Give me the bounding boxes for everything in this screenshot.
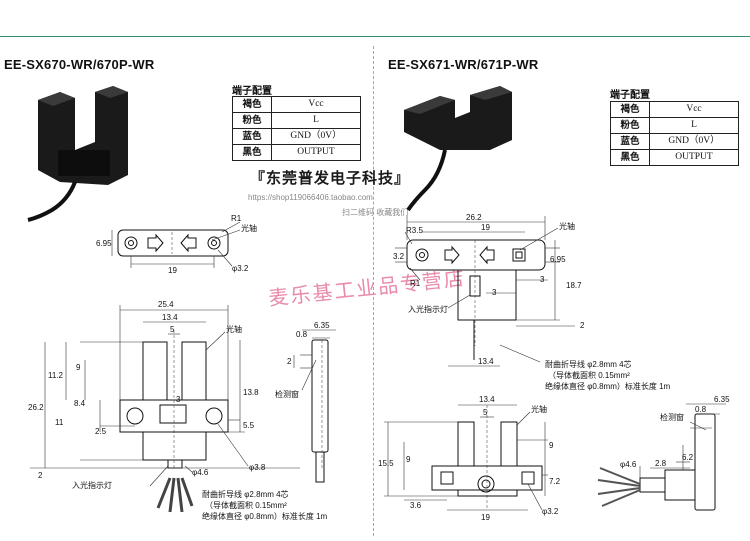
left-product-photo <box>27 86 128 222</box>
svg-text:19: 19 <box>481 223 490 232</box>
svg-text:2: 2 <box>580 321 585 330</box>
column-divider <box>373 46 374 536</box>
svg-text:6.2: 6.2 <box>682 453 694 462</box>
right-top-view: 26.2 R3.5 19 光轴 3.2 6.95 R1 3 3 18.7 2 1… <box>393 213 585 367</box>
svg-text:9: 9 <box>76 363 81 372</box>
svg-text:3: 3 <box>492 288 497 297</box>
right-product-photo <box>404 86 512 212</box>
svg-text:18.7: 18.7 <box>566 281 582 290</box>
svg-text:光轴: 光轴 <box>226 324 242 334</box>
svg-text:入光指示灯: 入光指示灯 <box>72 480 112 490</box>
svg-text:φ3.2: φ3.2 <box>232 264 249 273</box>
svg-text:15.5: 15.5 <box>378 459 394 468</box>
svg-text:R1: R1 <box>410 279 421 288</box>
svg-text:R1: R1 <box>231 214 242 223</box>
svg-text:入光指示灯: 入光指示灯 <box>408 304 448 314</box>
right-model-title: EE-SX671-WR/671P-WR <box>388 57 539 72</box>
svg-text:光轴: 光轴 <box>559 221 575 231</box>
svg-text:6.95: 6.95 <box>96 239 112 248</box>
watermark-url: https://shop119066406.taobao.com <box>248 193 373 202</box>
svg-text:13.8: 13.8 <box>243 388 259 397</box>
svg-text:11.2: 11.2 <box>48 371 64 380</box>
svg-text:9: 9 <box>406 455 411 464</box>
svg-text:3: 3 <box>540 275 545 284</box>
svg-text:检测窗: 检测窗 <box>275 389 299 399</box>
svg-text:5.5: 5.5 <box>243 421 255 430</box>
svg-text:检测窗: 检测窗 <box>660 412 684 422</box>
watermark-shop-name: 『东莞普发电子科技』 <box>250 170 411 187</box>
svg-text:3.6: 3.6 <box>410 501 422 510</box>
svg-text:13.4: 13.4 <box>162 313 178 322</box>
svg-text:5: 5 <box>483 408 488 417</box>
svg-text:2.5: 2.5 <box>95 427 107 436</box>
svg-text:耐曲折导线 φ2.8mm 4芯: 耐曲折导线 φ2.8mm 4芯 <box>545 359 632 369</box>
svg-text:φ4.6: φ4.6 <box>192 468 209 477</box>
svg-text:光轴: 光轴 <box>241 223 257 233</box>
left-terminal-title: 端子配置 <box>232 86 272 97</box>
right-side-view: 6.35 0.8 检测窗 2.8 6.2 φ4.6 <box>597 395 730 511</box>
svg-text:25.4: 25.4 <box>158 300 174 309</box>
svg-text:（导体截面积 0.15mm²: （导体截面积 0.15mm² <box>205 500 287 510</box>
svg-text:9: 9 <box>549 441 554 450</box>
svg-text:19: 19 <box>168 266 177 275</box>
svg-text:11: 11 <box>55 418 64 427</box>
svg-text:耐曲折导线 φ2.8mm 4芯: 耐曲折导线 φ2.8mm 4芯 <box>202 489 289 499</box>
svg-text:2: 2 <box>38 471 43 480</box>
svg-text:φ3.2: φ3.2 <box>542 507 559 516</box>
svg-text:6.35: 6.35 <box>714 395 730 404</box>
left-front-view: 25.4 13.4 5 11.2 9 8.4 11 26.2 2.5 3 13.… <box>28 300 300 513</box>
svg-text:13.4: 13.4 <box>478 357 494 366</box>
svg-text:26.2: 26.2 <box>466 213 482 222</box>
svg-text:7.2: 7.2 <box>549 477 561 486</box>
svg-text:R3.5: R3.5 <box>406 226 423 235</box>
svg-text:2: 2 <box>287 357 292 366</box>
svg-text:13.4: 13.4 <box>479 395 495 404</box>
svg-text:6.35: 6.35 <box>314 321 330 330</box>
svg-text:绝缘体直径 φ0.8mm）标准长度 1m: 绝缘体直径 φ0.8mm）标准长度 1m <box>202 511 328 521</box>
svg-text:（导体截面积 0.15mm²: （导体截面积 0.15mm² <box>548 370 630 380</box>
svg-text:2.8: 2.8 <box>655 459 667 468</box>
svg-text:光轴: 光轴 <box>531 404 547 414</box>
svg-text:19: 19 <box>481 513 490 522</box>
svg-text:3.2: 3.2 <box>393 252 405 261</box>
right-front-view: 13.4 5 光轴 15.5 9 9 7.2 3.6 19 φ3.2 <box>378 395 561 522</box>
svg-text:φ3.8: φ3.8 <box>249 463 266 472</box>
watermark-subtitle: 扫二维码 收藏我们 <box>342 208 409 217</box>
top-rule <box>0 36 750 37</box>
right-terminal-title: 端子配置 <box>610 90 650 101</box>
svg-text:26.2: 26.2 <box>28 403 44 412</box>
svg-text:5: 5 <box>170 325 175 334</box>
svg-text:3: 3 <box>176 395 181 404</box>
svg-text:绝缘体直径 φ0.8mm）标准长度 1m: 绝缘体直径 φ0.8mm）标准长度 1m <box>545 381 671 391</box>
left-top-view: R1 光轴 6.95 19 φ3.2 <box>96 214 257 275</box>
svg-text:6.95: 6.95 <box>550 255 566 264</box>
svg-text:8.4: 8.4 <box>74 399 86 408</box>
svg-text:0.8: 0.8 <box>296 330 308 339</box>
svg-text:φ4.6: φ4.6 <box>620 460 637 469</box>
left-side-view: 6.35 0.8 2 检测窗 <box>275 321 336 483</box>
left-model-title: EE-SX670-WR/670P-WR <box>4 57 155 72</box>
svg-text:0.8: 0.8 <box>695 405 707 414</box>
